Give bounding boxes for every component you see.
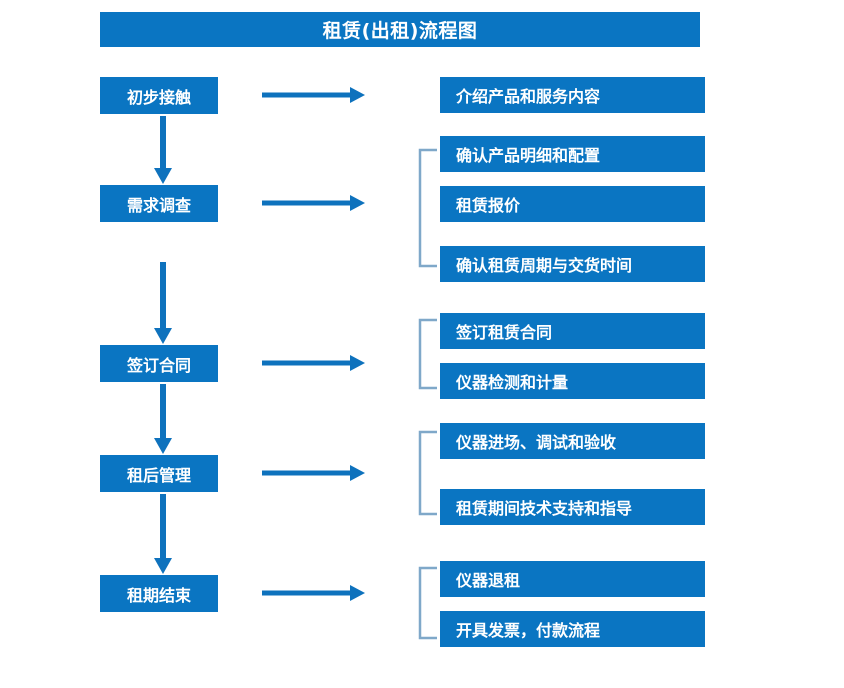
arrow-down-icon-1: [154, 116, 172, 184]
detail-label: 仪器检测和计量: [456, 373, 569, 392]
detail-label: 开具发票，付款流程: [456, 621, 601, 640]
stage-label: 租期结束: [126, 585, 191, 605]
stage-box-4[interactable]: 租后管理: [100, 455, 218, 492]
group-bracket-icon-5: [418, 566, 437, 640]
detail-label: 仪器进场、调试和验收: [456, 433, 617, 452]
detail-label: 租赁报价: [456, 196, 521, 215]
stage-label: 签订合同: [126, 355, 191, 375]
detail-label: 介绍产品和服务内容: [456, 87, 601, 106]
detail-box-4[interactable]: 确认租赁周期与交货时间: [440, 246, 705, 282]
arrow-right-icon-2: [262, 195, 365, 211]
detail-label: 签订租赁合同: [456, 323, 553, 342]
detail-box-8[interactable]: 租赁期间技术支持和指导: [440, 489, 705, 525]
arrow-down-icon-4: [154, 494, 172, 574]
arrow-right-icon-5: [262, 585, 365, 601]
detail-box-2[interactable]: 确认产品明细和配置: [440, 136, 705, 172]
stage-label: 租后管理: [126, 465, 191, 485]
stage-box-5[interactable]: 租期结束: [100, 575, 218, 612]
stage-box-2[interactable]: 需求调查: [100, 185, 218, 222]
group-bracket-icon-4: [418, 430, 437, 516]
detail-label: 确认产品明细和配置: [456, 146, 601, 165]
detail-box-5[interactable]: 签订租赁合同: [440, 313, 705, 349]
detail-box-3[interactable]: 租赁报价: [440, 186, 705, 222]
detail-label: 仪器退租: [456, 571, 521, 590]
detail-box-9[interactable]: 仪器退租: [440, 561, 705, 597]
stage-label: 需求调查: [126, 195, 191, 215]
arrow-down-icon-2: [154, 262, 172, 344]
arrow-right-icon-3: [262, 355, 365, 371]
arrow-right-icon-1: [262, 87, 365, 103]
arrow-down-icon-3: [154, 384, 172, 454]
stage-label: 初步接触: [126, 87, 191, 107]
stage-box-3[interactable]: 签订合同: [100, 345, 218, 382]
detail-box-10[interactable]: 开具发票，付款流程: [440, 611, 705, 647]
detail-label: 租赁期间技术支持和指导: [456, 499, 633, 518]
arrow-right-icon-4: [262, 465, 365, 481]
detail-box-7[interactable]: 仪器进场、调试和验收: [440, 423, 705, 459]
detail-box-1[interactable]: 介绍产品和服务内容: [440, 77, 705, 113]
page-title: 租赁(出租)流程图: [322, 20, 478, 42]
group-bracket-icon-2: [418, 148, 437, 268]
group-bracket-icon-3: [418, 318, 437, 390]
detail-box-6[interactable]: 仪器检测和计量: [440, 363, 705, 399]
detail-label: 确认租赁周期与交货时间: [456, 256, 633, 275]
stage-box-1[interactable]: 初步接触: [100, 77, 218, 114]
flowchart-title-bar: 租赁(出租)流程图: [100, 12, 700, 47]
